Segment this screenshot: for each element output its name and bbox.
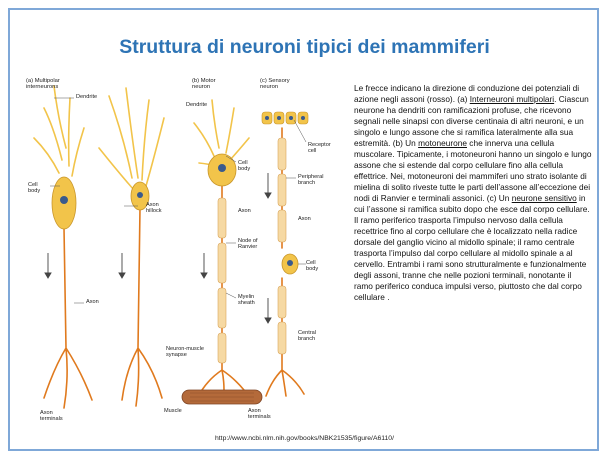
label-myelin-sheath: Myelin sheath	[238, 294, 255, 307]
label-panel-a: (a) Multipolar interneurons	[26, 78, 60, 91]
label-receptor-cell: Receptor cell	[308, 142, 331, 155]
source-url: http://www.ncbi.nlm.nih.gov/books/NBK215…	[0, 435, 609, 442]
label-dendrite-a: Dendrite	[76, 94, 97, 100]
nucleus-icon	[60, 196, 68, 204]
nucleus-icon	[218, 164, 226, 172]
nucleus-icon	[137, 192, 143, 198]
label-cell-body-a: Cell body	[28, 182, 40, 195]
interneuron-2-axon	[122, 208, 162, 406]
cell-bodies	[52, 154, 298, 274]
label-neuron-muscle-synapse: Neuron-muscle synapse	[166, 346, 204, 359]
paragraph-text: in cui l’assone si ramifica subito dopo …	[354, 193, 590, 302]
underlined-term: motoneurone	[418, 138, 467, 148]
label-peripheral-branch: Peripheral branch	[298, 174, 324, 187]
label-muscle: Muscle	[164, 408, 182, 414]
neuron-illustration	[14, 78, 336, 428]
slide-title: Struttura di neuroni tipici dei mammifer…	[0, 36, 609, 59]
label-node-of-ranvier: Node of Ranvier	[238, 238, 258, 251]
label-dendrite-b: Dendrite	[186, 102, 207, 108]
neuron-figure: (a) Multipolar interneurons (b) Motor ne…	[14, 78, 336, 428]
label-axon-a: Axon	[86, 299, 99, 305]
description-paragraph: Le frecce indicano la direzione di condu…	[354, 83, 592, 303]
label-axon-c: Axon	[298, 216, 311, 222]
leader-lines	[50, 98, 306, 303]
nucleus-icon	[287, 260, 293, 266]
underlined-term: neurone sensitivo	[512, 193, 577, 203]
muscle-fiber	[182, 390, 262, 404]
label-panel-b: (b) Motor neuron	[192, 78, 216, 91]
label-cell-body-c: Cell body	[306, 260, 318, 273]
label-cell-body-b: Cell body	[238, 160, 250, 173]
myelin-segments-motor	[218, 198, 226, 363]
label-central-branch: Central branch	[298, 330, 316, 343]
interneuron-1-axon	[44, 228, 92, 408]
interneuron-2-dendrites	[99, 88, 164, 190]
label-axon-b: Axon	[238, 208, 251, 214]
underlined-term: Interneuroni multipolari	[470, 94, 554, 104]
label-panel-c: (c) Sensory neuron	[260, 78, 290, 91]
label-axon-terminals-b: Axon terminals	[248, 408, 271, 421]
label-axon-hillock: Axon hillock	[146, 202, 162, 215]
label-axon-terminals-a: Axon terminals	[40, 410, 63, 423]
